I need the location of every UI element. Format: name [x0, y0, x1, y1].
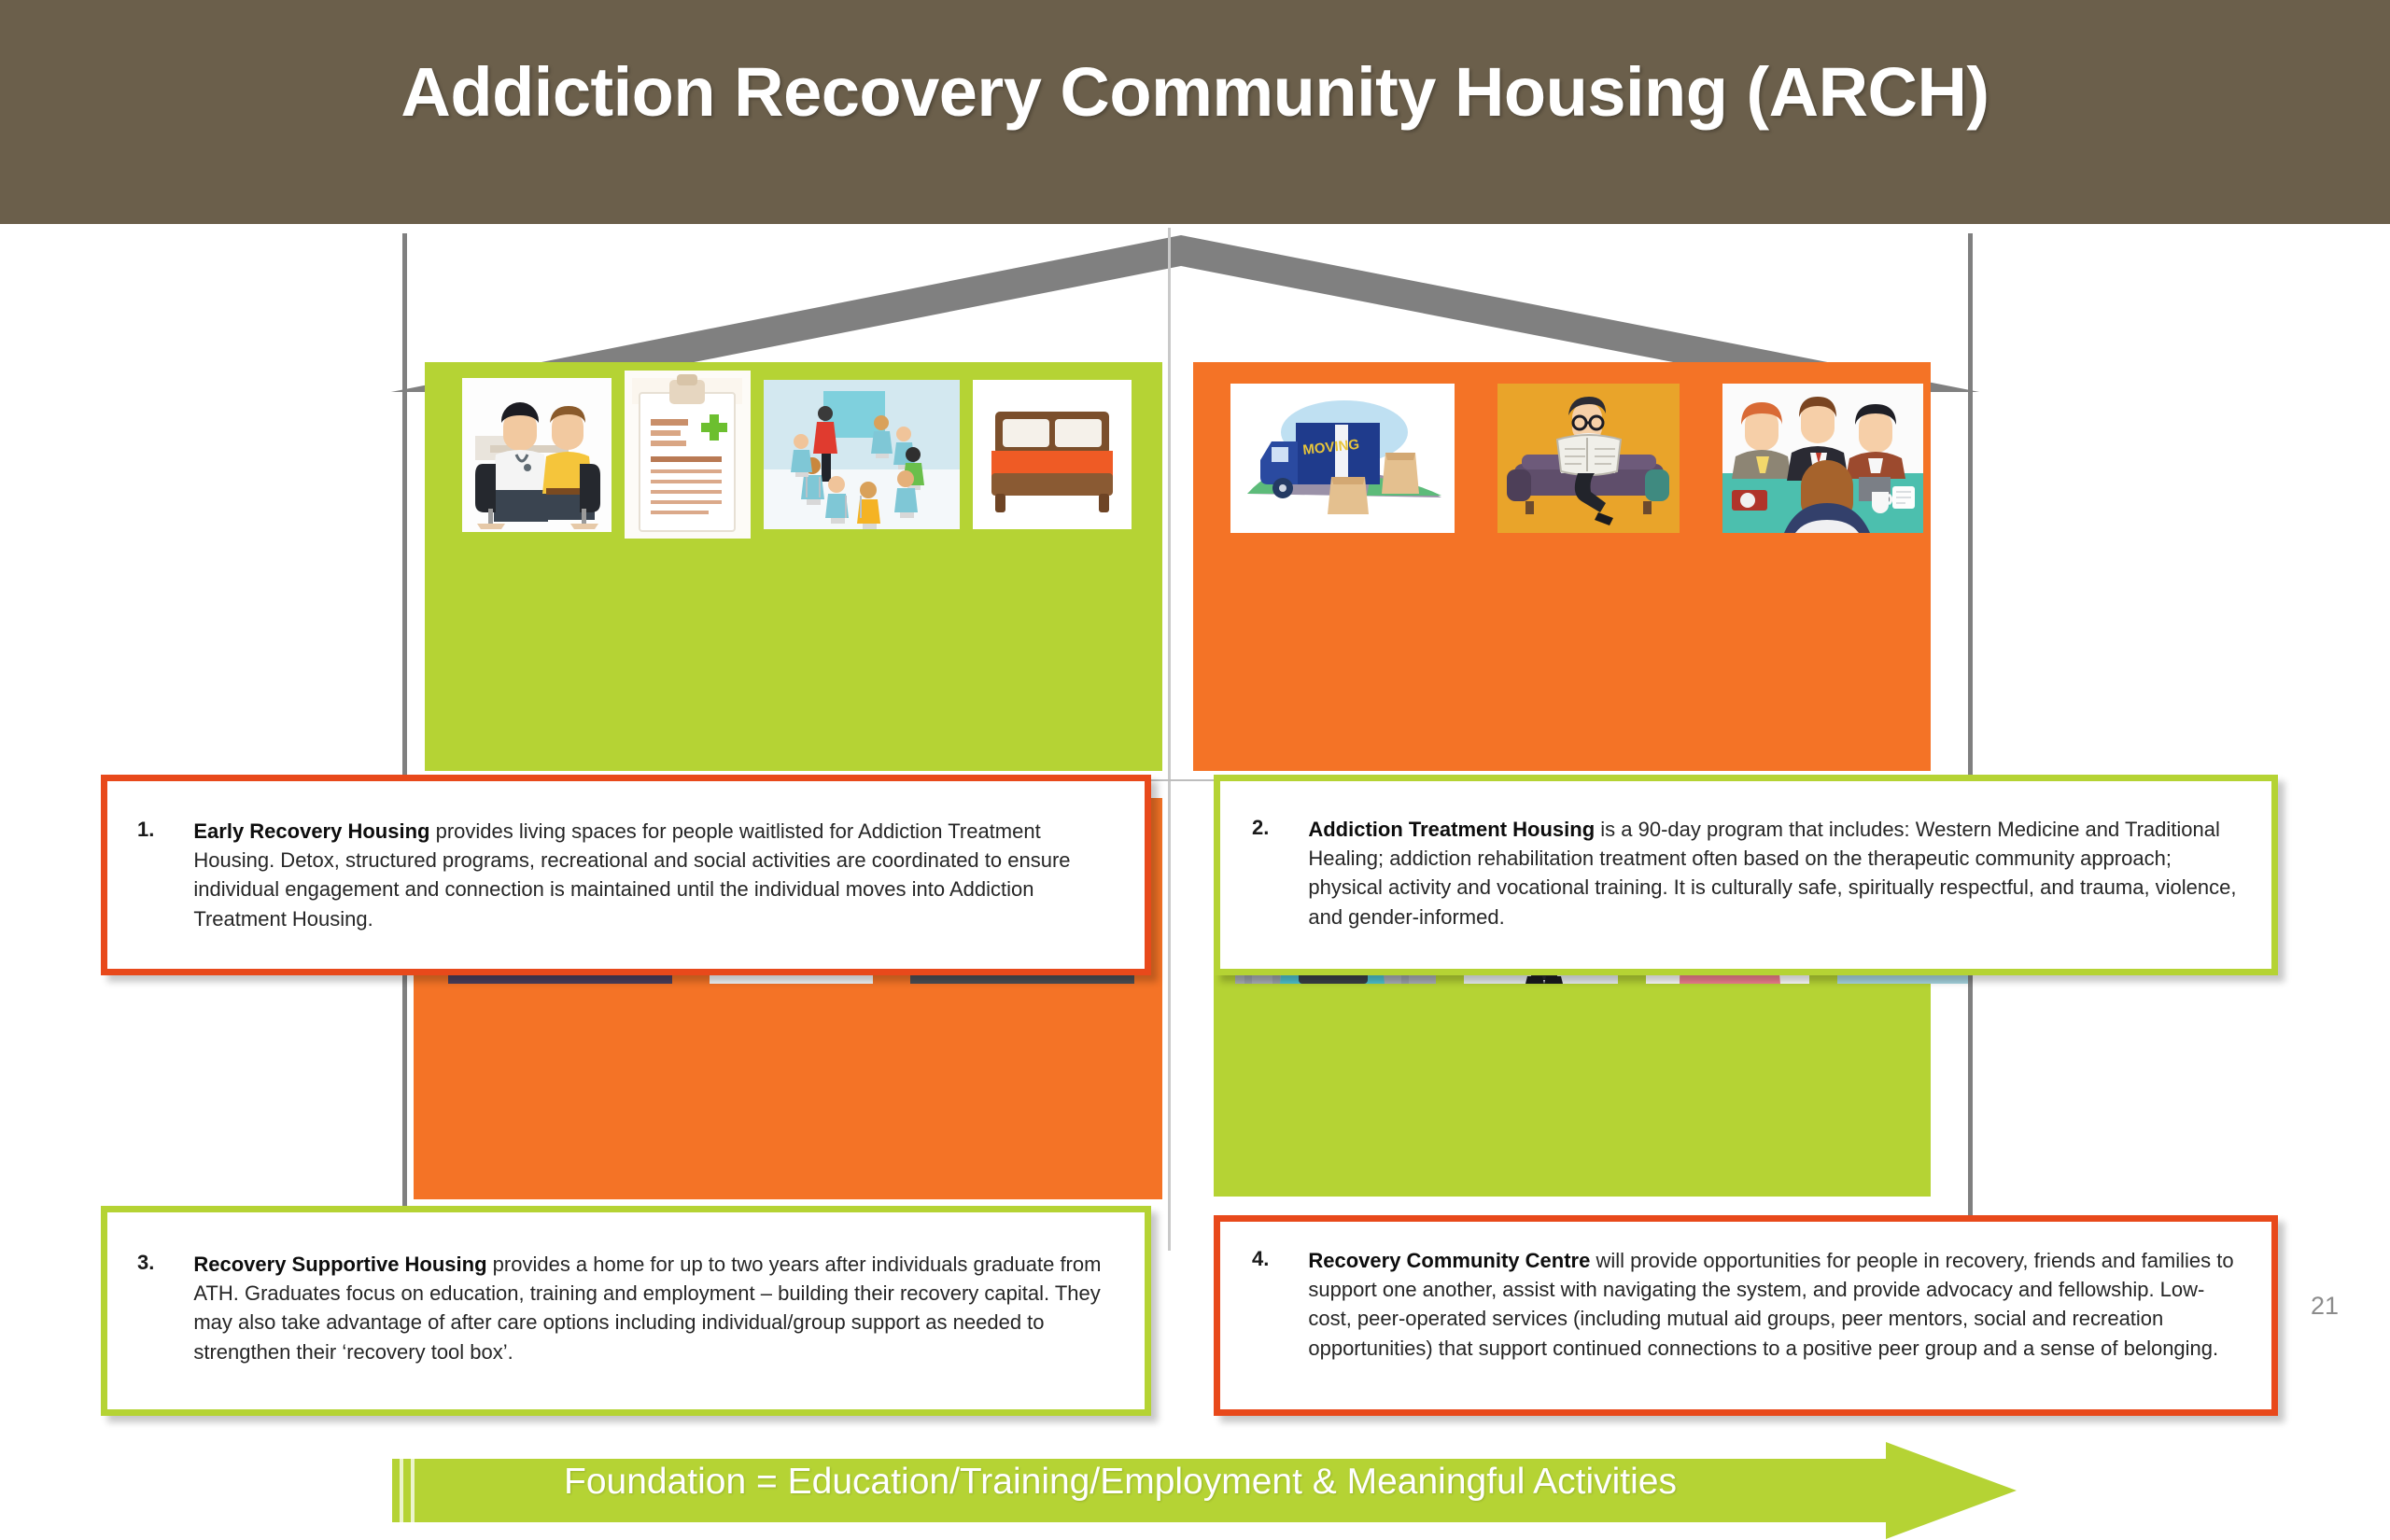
page-title: Addiction Recovery Community Housing (AR… — [401, 53, 1989, 131]
house-wall-left — [402, 233, 407, 1251]
callout-box-1[interactable]: 1. Early Recovery Housing provides livin… — [101, 775, 1151, 975]
callout-box-3[interactable]: 3. Recovery Supportive Housing provides … — [101, 1206, 1151, 1416]
callout-3-text: Recovery Supportive Housing provides a h… — [193, 1250, 1107, 1409]
callout-4-term: Recovery Community Centre — [1308, 1249, 1591, 1272]
callout-4-text: Recovery Community Centre will provide o… — [1308, 1246, 2240, 1409]
bed-icon — [973, 380, 1132, 529]
callout-1-number: 1. — [137, 818, 155, 841]
foundation-label: Foundation = Education/Training/Employme… — [564, 1461, 1677, 1502]
page-number: 21 — [2310, 1292, 2339, 1320]
doctor-consultation-icon — [462, 377, 612, 532]
callout-box-2[interactable]: 2. Addiction Treatment Housing is a 90-d… — [1214, 775, 2278, 975]
moving-truck-icon: MOVING — [1230, 384, 1455, 533]
house-wall-center — [1168, 228, 1171, 1251]
callout-1-term: Early Recovery Housing — [193, 819, 430, 843]
house-wall-right — [1968, 233, 1973, 1251]
callout-4-number: 4. — [1252, 1247, 1270, 1270]
quadrant-2-images: MOVING — [1230, 383, 1923, 534]
callout-2-term: Addiction Treatment Housing — [1308, 818, 1596, 841]
svg-text:MOVING: MOVING — [1302, 437, 1360, 458]
house-floor-divider — [404, 779, 1970, 781]
medical-chart-clipboard-icon — [625, 371, 751, 539]
title-banner: Addiction Recovery Community Housing (AR… — [0, 0, 2390, 224]
callout-2-text: Addiction Treatment Housing is a 90-day … — [1308, 815, 2240, 969]
job-interview-meeting-icon — [1722, 384, 1923, 533]
callout-3-number: 3. — [137, 1251, 155, 1274]
person-reading-newspaper-on-couch-icon — [1497, 384, 1680, 533]
callout-box-4[interactable]: 4. Recovery Community Centre will provid… — [1214, 1215, 2278, 1416]
callout-3-term: Recovery Supportive Housing — [193, 1253, 487, 1276]
callout-1-description: provides living spaces for people waitli… — [193, 819, 1071, 931]
callout-2-number: 2. — [1252, 816, 1270, 839]
callout-1-text: Early Recovery Housing provides living s… — [193, 817, 1107, 969]
callout-2-description: is a 90-day program that includes: Weste… — [1308, 818, 2237, 929]
roof-icon — [390, 235, 1980, 392]
group-therapy-circle-icon — [764, 380, 960, 529]
house-diagram: MOVING — [0, 224, 2390, 1539]
foundation-arrow: Foundation = Education/Training/Employme… — [392, 1442, 2017, 1540]
quadrant-1-images — [462, 371, 1132, 539]
